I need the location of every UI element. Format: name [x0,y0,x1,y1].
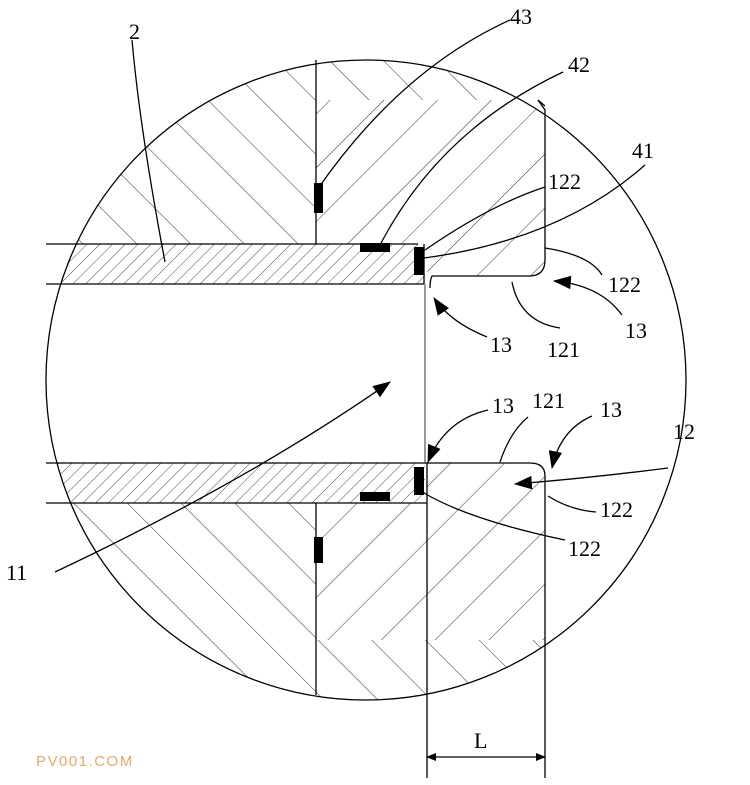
label-L: L [474,728,487,753]
leader-lines [54,19,669,573]
outlines [45,59,687,778]
seal-43-lower [314,537,323,563]
label-11: 11 [6,560,27,585]
label-13-lower-a: 13 [492,393,514,418]
watermark: PV001.COM [36,753,134,770]
seal-42 [360,243,390,252]
label-2: 2 [129,19,140,44]
lower-center-block [316,463,545,640]
hatched-sections [46,60,545,700]
label-13-upper-b: 13 [625,318,647,343]
label-13-upper-a: 13 [490,332,512,357]
label-121-upper: 121 [547,337,580,362]
reference-labels: 43 42 41 2 122 122 13 121 13 13 121 13 1… [6,4,695,753]
label-121-lower: 121 [532,388,565,413]
label-122-lower-a: 122 [600,497,633,522]
lower-left-block [46,503,316,700]
seal-41-lower [414,467,424,495]
label-13-lower-b: 13 [600,397,622,422]
label-122-upper-b: 122 [608,272,641,297]
label-12: 12 [673,419,695,444]
label-43: 43 [510,4,532,29]
upper-center-block [316,100,545,288]
label-122-lower-b: 122 [568,536,601,561]
seal-elements [314,183,424,563]
seal-43 [314,183,323,213]
seal-42-lower [360,492,390,501]
label-122-upper-a: 122 [548,169,581,194]
lower-center-block-bottom [316,640,545,700]
seal-41 [414,247,424,275]
upper-left-block [46,60,316,244]
label-41: 41 [632,138,654,163]
label-42: 42 [568,52,590,77]
